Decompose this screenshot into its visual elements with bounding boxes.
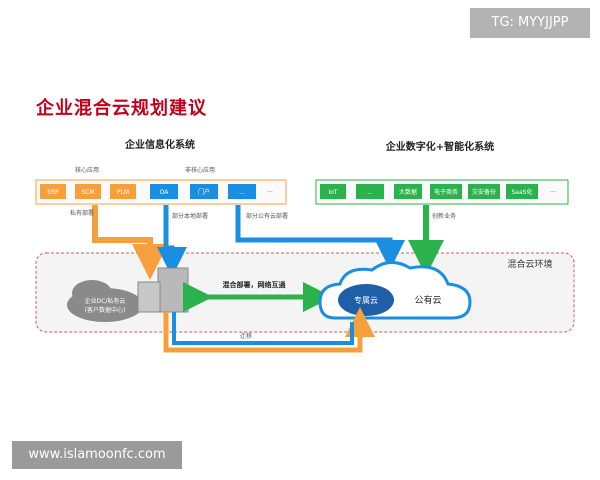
app-iot [320,184,346,199]
migration-arrow-orange [163,307,375,353]
app-more-right: ··· [550,189,556,196]
migration-arrow-blue [172,312,354,345]
app-ecommerce-label: 电子商务 [434,188,458,196]
network-link-label: 混合部署，网络互通 [223,280,287,289]
app-erp-label: ERP [47,189,59,196]
left-system-title: 企业信息化系统 [124,138,195,151]
dc-label-1: 企业DC/私有云 [85,297,126,305]
app-oa [150,184,178,199]
app-scm-label: SCM [81,189,94,196]
noncore-app-label: 非核心应用 [185,166,215,174]
hybrid-env-label: 混合云环境 [507,258,552,270]
app-backup [468,184,500,199]
dc-cloud-puff [72,280,112,306]
app-more-left: ··· [267,189,273,196]
app-saas-label: SaaS化 [512,188,533,196]
public-deploy-label: 部分公有云部署 [246,212,288,220]
app-plm-label: PLM [117,189,129,196]
watermark-top: TG: MYYJJPP [470,8,590,38]
public-cloud-label: 公有云 [414,294,441,306]
app-portal-label: 门户 [198,188,210,196]
app-other [228,184,256,199]
core-app-label: 核心应用 [75,166,99,174]
private-deploy-label: 私有部署 [70,209,94,217]
migration-label: 迁移 [240,332,252,340]
app-ecommerce [430,184,462,199]
app-portal [190,184,218,199]
app-iot-label: IoT [328,189,337,196]
app-iot2-label: ... [367,189,373,196]
app-saas [506,184,538,199]
public-deploy-arrow [235,205,405,270]
dedicated-cloud-label: 专属云 [354,295,378,305]
app-oa-label: OA [160,189,170,196]
app-erp [40,184,66,199]
app-plm [110,184,136,199]
watermark-bottom: www.islamoonfc.com [12,441,182,469]
innovation-label: 创新业务 [432,212,456,220]
app-other-label: ... [239,189,245,196]
building-icon [157,267,189,313]
app-bigdata-label: 大数据 [399,188,417,196]
app-scm [75,184,101,199]
private-deploy-arrow [92,205,168,280]
building-icon-small [137,281,161,313]
page-title: 企业混合云规划建议 [36,98,207,119]
app-iot2 [356,184,384,199]
dc-label-2: (客户数据中心) [85,306,126,314]
local-deploy-label: 部分本地部署 [172,212,208,220]
local-deploy-arrow [157,205,187,277]
app-backup-label: 灾安备份 [472,188,496,196]
right-system-title: 企业数字化+智能化系统 [385,140,494,153]
app-bigdata [394,184,422,199]
